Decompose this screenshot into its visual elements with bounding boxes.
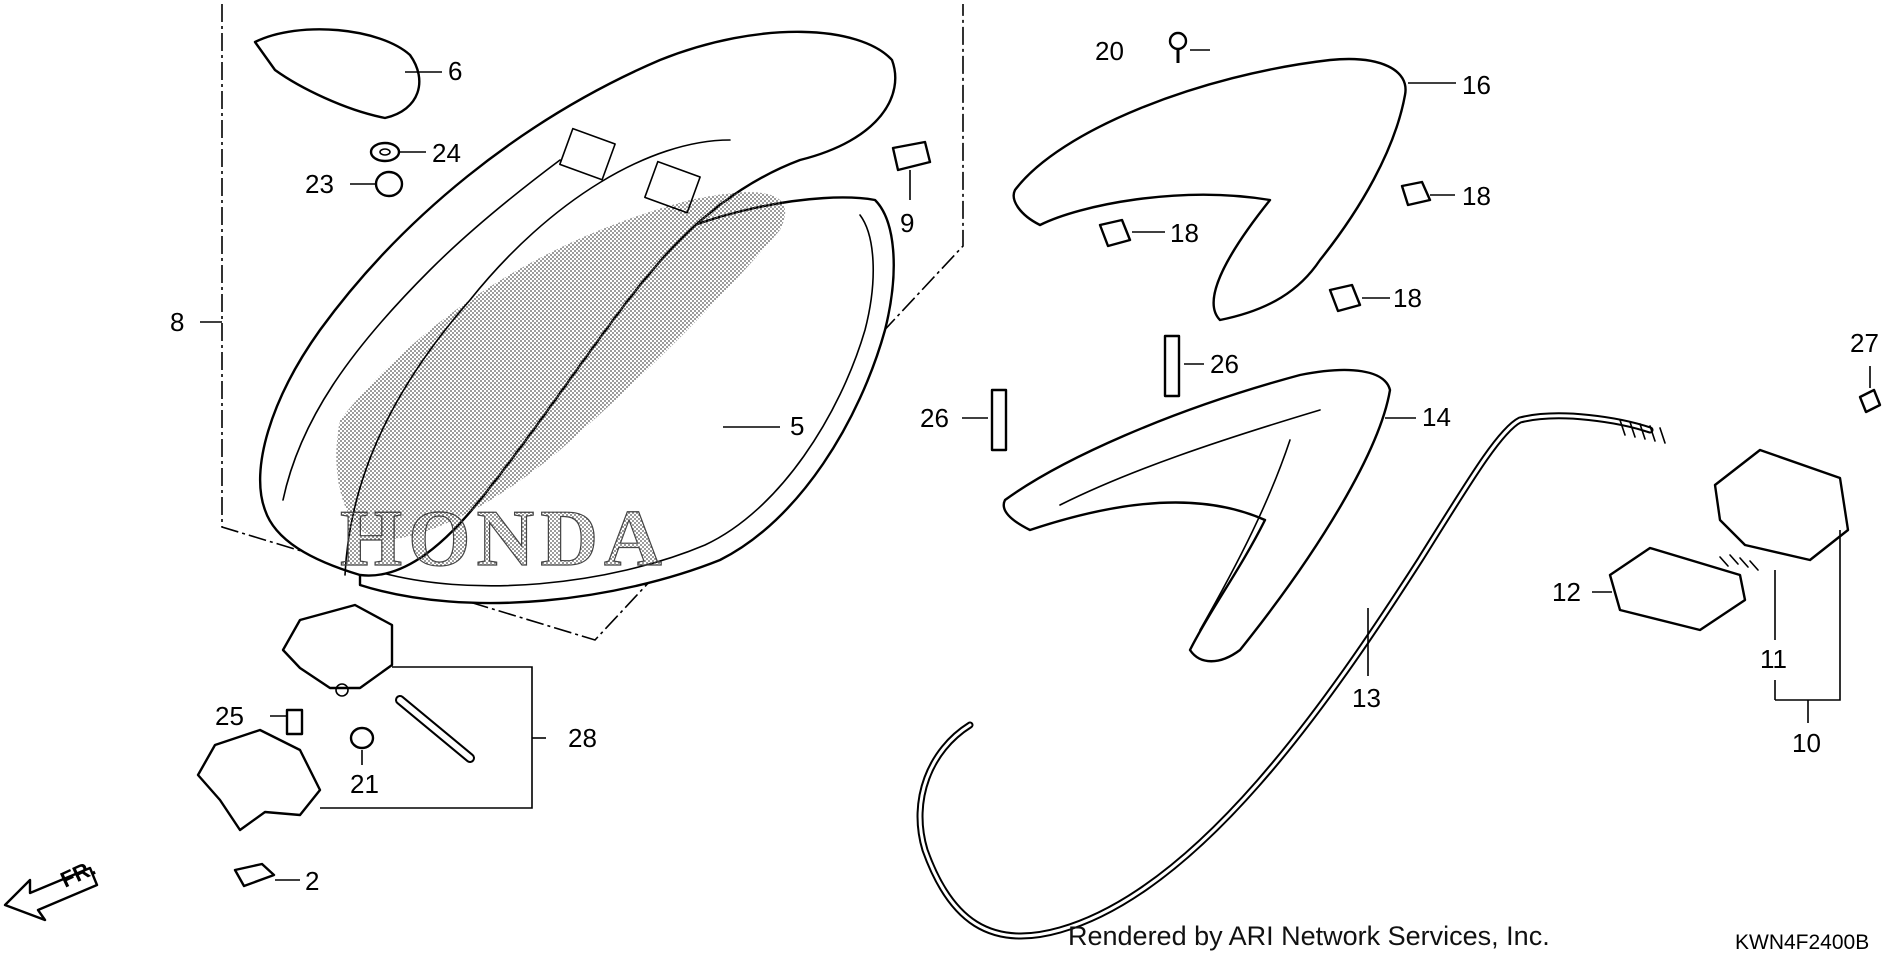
callout-24: 24 — [432, 138, 461, 168]
callout-28: 28 — [568, 723, 597, 753]
carrier-frame-inner — [1059, 409, 1321, 631]
nut-part-21 — [349, 726, 375, 750]
hinge-upper-hole — [335, 683, 349, 697]
callout-8: 6 — [448, 56, 462, 86]
washer-part-24 — [369, 141, 401, 163]
callout-26-left: 26 — [920, 403, 949, 433]
callout-21: 21 — [350, 769, 379, 799]
seat-lock-part-10 — [1713, 448, 1850, 562]
callout-11: 11 — [1760, 644, 1787, 674]
cable-end-spring — [1619, 419, 1666, 444]
rubber-bumper-part-9 — [891, 140, 932, 172]
lock-cover-part-12 — [1608, 546, 1747, 632]
seat-cushion-texture — [336, 192, 786, 540]
callout-26-right: 26 — [1210, 349, 1239, 379]
carrier-frame-part-14 — [1002, 368, 1392, 663]
bolt-part-26-left — [990, 388, 1008, 452]
callout-23: 23 — [305, 169, 334, 199]
seat-pad-part-8 — [253, 28, 421, 120]
screw-part-20 — [1168, 31, 1188, 51]
hinge-upper-bracket — [281, 603, 394, 690]
leader-lines — [200, 49, 1871, 881]
bolt-part-26-right — [1163, 334, 1181, 398]
callout-18-b: 18 — [1462, 181, 1491, 211]
screw-part-27 — [1858, 388, 1882, 414]
bolt-part-25 — [285, 708, 304, 736]
rear-cover-part-16 — [1012, 57, 1407, 322]
seat-mount-plate-2 — [644, 160, 701, 214]
callout-6: 8 — [170, 307, 184, 337]
seat-lock-cable-core — [918, 414, 1652, 938]
lock-spring-part-11 — [1719, 554, 1759, 571]
callout-27: 27 — [1850, 328, 1879, 358]
seat-cushion-seam — [344, 139, 731, 576]
seat-cushion-fold — [282, 159, 561, 501]
credit-text: Rendered by ARI Network Services, Inc. — [1068, 921, 1550, 951]
honda-logo-watermark: HONDA — [340, 495, 668, 583]
callout-25: 25 — [215, 701, 244, 731]
callout-13: 13 — [1352, 683, 1381, 713]
callout-16: 16 — [1462, 70, 1491, 100]
nut-clip-part-2 — [233, 862, 276, 888]
callout-14: 14 — [1422, 402, 1451, 432]
clip-part-18-b — [1400, 180, 1432, 207]
callout-10: 10 — [1792, 728, 1821, 758]
front-direction-arrow: FR. — [3, 855, 99, 922]
callout-2: 2 — [305, 866, 319, 896]
callout-18-c: 18 — [1393, 283, 1422, 313]
callout-9: 9 — [900, 208, 914, 238]
hinge-pin-part-28-core — [397, 697, 473, 761]
washer-part-24-hole — [379, 148, 391, 156]
drawing-code: KWN4F2400B — [1735, 931, 1869, 954]
callout-12: 12 — [1552, 577, 1581, 607]
hinge-lower-plate — [196, 728, 322, 832]
callout-20: 20 — [1095, 36, 1124, 66]
seat-mount-plate-1 — [559, 127, 616, 181]
seat-base-rim — [371, 214, 875, 587]
seat-assembly-boundary — [221, 4, 964, 641]
nut-part-23 — [374, 170, 404, 198]
callout-18-a: 18 — [1170, 218, 1199, 248]
callout-5: 5 — [790, 411, 804, 441]
clip-part-18-a — [1098, 218, 1132, 248]
clip-part-18-c — [1328, 283, 1362, 313]
